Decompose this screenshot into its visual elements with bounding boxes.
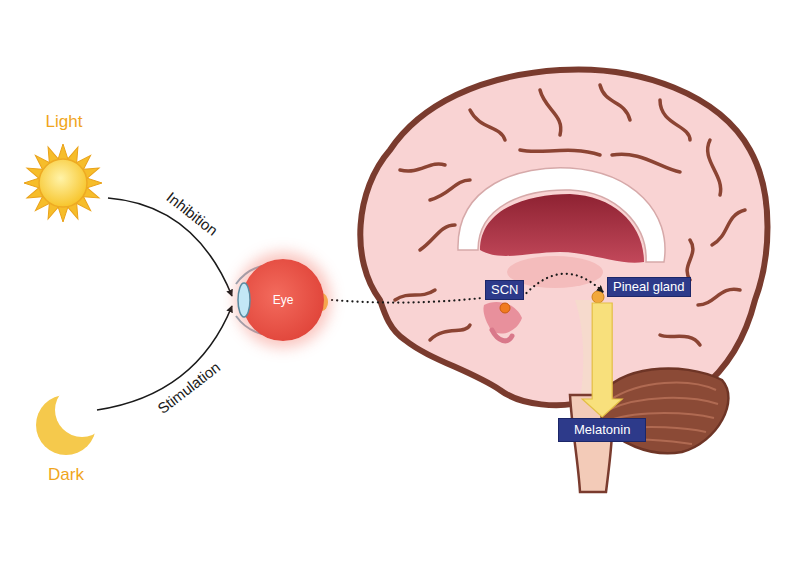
node-text: Melatonin <box>574 422 630 438</box>
brain-gyri <box>520 150 600 155</box>
brain-gyri <box>612 154 680 172</box>
brain-gyri <box>712 210 745 245</box>
brain-gyri <box>395 290 435 300</box>
brain-illustration <box>360 69 767 492</box>
pineal-dot <box>592 291 604 303</box>
moon-icon <box>36 395 96 455</box>
brain-gyri <box>687 240 693 280</box>
brain-gyri <box>420 225 455 250</box>
node-text: SCN <box>491 282 518 298</box>
brain-gyri <box>708 140 721 195</box>
sun-icon <box>24 144 102 222</box>
dark-source: Dark <box>31 390 101 485</box>
brain-gyri <box>430 180 470 200</box>
node-text: Light <box>46 112 83 132</box>
brain-gyri <box>660 100 690 140</box>
brain-gyri <box>395 85 745 345</box>
brain-gyri <box>660 335 700 345</box>
eye-circle: Eye <box>242 259 324 341</box>
brain-gyri <box>698 289 740 305</box>
node-text: Dark <box>48 465 84 485</box>
structure-label: Pineal gland <box>607 277 691 297</box>
brain-gyri <box>400 164 445 171</box>
neural-pathway <box>332 298 482 303</box>
sun-icon <box>39 159 87 207</box>
brain-gyri <box>430 325 470 340</box>
brain-gyri <box>600 85 630 120</box>
pituitary <box>492 330 512 341</box>
structure-label: SCN <box>485 280 524 300</box>
moon-icon <box>36 395 96 455</box>
corpus-callosum <box>458 168 665 262</box>
signal-arrow <box>108 198 232 296</box>
brain-gyri <box>540 90 561 135</box>
hypothalamus <box>483 302 522 334</box>
light-source: Light <box>20 112 108 226</box>
hormone-label: Melatonin <box>558 418 646 442</box>
brain-gyri <box>470 110 505 140</box>
node-text: Pineal gland <box>613 279 685 295</box>
hormone-arrow <box>582 303 622 417</box>
edge-label: Inhibition <box>163 189 221 240</box>
scn-dot <box>500 303 510 313</box>
ventricle <box>480 194 644 263</box>
eye-lens <box>238 283 250 317</box>
neural-pathway <box>526 274 603 293</box>
node-text: Eye <box>273 293 294 307</box>
edge-label: Stimulation <box>155 359 225 419</box>
cerebellum-folia <box>608 398 718 410</box>
brain-outline <box>360 69 767 405</box>
